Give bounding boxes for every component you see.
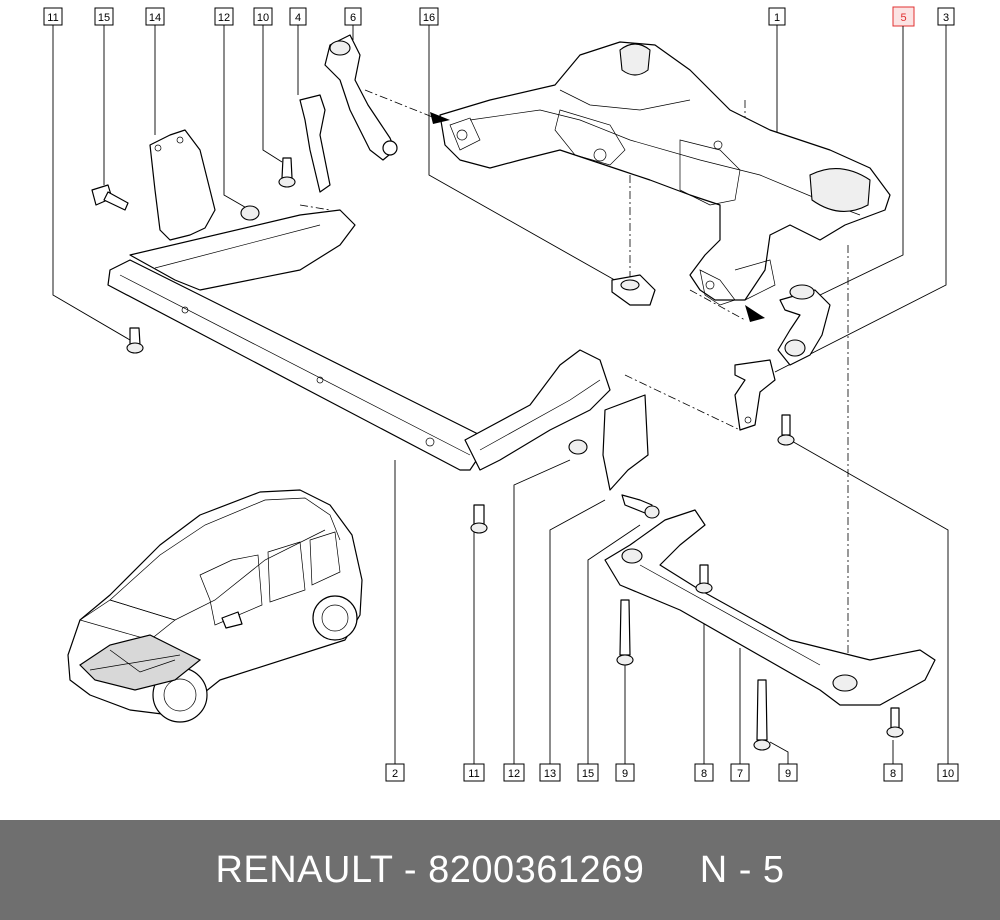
label-2-bottom[interactable]: 2 xyxy=(385,763,405,782)
label-8-bottom-a[interactable]: 8 xyxy=(694,763,714,782)
label-15-top[interactable]: 15 xyxy=(94,7,114,26)
bracket-part-4[interactable] xyxy=(299,94,331,193)
svg-text:8: 8 xyxy=(890,768,896,780)
parts-diagram: 11 15 14 12 10 4 6 16 xyxy=(43,6,959,782)
part-number-footer: RENAULT - 8200361269 N - 5 xyxy=(0,820,1000,920)
nut-part-12-bottom[interactable] xyxy=(568,439,588,455)
svg-text:10: 10 xyxy=(942,768,954,780)
bolt-part-11-bottom[interactable] xyxy=(470,504,488,534)
label-9-bottom-b[interactable]: 9 xyxy=(778,763,798,782)
bottom-labels: 2 11 12 13 15 9 8 7 xyxy=(385,763,959,782)
bushing-part-5[interactable] xyxy=(777,284,831,366)
label-4-top[interactable]: 4 xyxy=(289,7,307,26)
top-labels: 11 15 14 12 10 4 6 16 xyxy=(43,6,955,27)
bolt-part-15-top[interactable] xyxy=(91,184,129,211)
label-8-bottom-b[interactable]: 8 xyxy=(883,763,903,782)
label-12-bottom[interactable]: 12 xyxy=(503,763,525,782)
plate-part-13[interactable] xyxy=(602,394,649,491)
bolt-part-8-right[interactable] xyxy=(886,707,904,738)
svg-text:12: 12 xyxy=(218,12,230,24)
svg-text:1: 1 xyxy=(774,12,780,24)
svg-text:8: 8 xyxy=(701,768,707,780)
svg-text:16: 16 xyxy=(423,12,435,24)
svg-text:6: 6 xyxy=(350,12,356,24)
svg-text:11: 11 xyxy=(468,768,479,780)
svg-text:10: 10 xyxy=(257,12,269,24)
vehicle-locator-illustration xyxy=(67,489,363,723)
svg-text:14: 14 xyxy=(149,12,161,24)
svg-text:13: 13 xyxy=(544,768,556,780)
bolt-part-8-left[interactable] xyxy=(695,564,713,594)
crossmember-part-2[interactable] xyxy=(107,209,611,471)
bolt-part-9-right[interactable] xyxy=(753,679,771,751)
bolt-part-10-right[interactable] xyxy=(777,414,795,446)
svg-text:5: 5 xyxy=(900,12,906,24)
torque-link-part-6[interactable] xyxy=(324,34,398,161)
label-1-top[interactable]: 1 xyxy=(768,7,786,26)
svg-text:7: 7 xyxy=(737,768,743,780)
label-11-bottom[interactable]: 11 xyxy=(463,763,485,782)
label-7-bottom[interactable]: 7 xyxy=(730,763,750,782)
label-16-top[interactable]: 16 xyxy=(419,7,439,26)
part-number-text: RENAULT - 8200361269 N - 5 xyxy=(215,848,785,891)
label-15-bottom[interactable]: 15 xyxy=(577,763,599,782)
label-9-bottom-a[interactable]: 9 xyxy=(615,763,635,782)
plate-part-14[interactable] xyxy=(149,129,216,241)
fasteners xyxy=(91,157,904,751)
svg-text:4: 4 xyxy=(295,12,301,24)
svg-text:12: 12 xyxy=(508,768,520,780)
svg-text:11: 11 xyxy=(47,12,58,24)
label-12-top[interactable]: 12 xyxy=(214,7,234,26)
svg-text:15: 15 xyxy=(98,12,110,24)
svg-text:2: 2 xyxy=(392,768,398,780)
lower-beam-part-7[interactable] xyxy=(604,509,936,706)
svg-text:3: 3 xyxy=(943,12,949,24)
bolt-part-15-bottom[interactable] xyxy=(621,494,660,519)
label-10-bottom[interactable]: 10 xyxy=(937,763,959,782)
svg-text:15: 15 xyxy=(582,768,594,780)
bolt-part-10-top[interactable] xyxy=(278,157,296,188)
svg-text:9: 9 xyxy=(622,768,628,780)
label-3-top[interactable]: 3 xyxy=(937,7,955,26)
mount-part-16[interactable] xyxy=(611,274,656,306)
label-6-top[interactable]: 6 xyxy=(344,7,362,26)
subframe-part-1[interactable] xyxy=(430,41,891,322)
label-11-top[interactable]: 11 xyxy=(43,7,63,26)
label-14-top[interactable]: 14 xyxy=(145,7,165,26)
label-13-bottom[interactable]: 13 xyxy=(539,763,561,782)
bolt-part-11-left[interactable] xyxy=(126,327,144,354)
label-10-top[interactable]: 10 xyxy=(253,7,273,26)
bracket-part-3[interactable] xyxy=(734,359,776,431)
label-5-top-highlighted[interactable]: 5 xyxy=(892,6,915,27)
bolt-part-9-left[interactable] xyxy=(616,599,634,666)
nut-part-12-top[interactable] xyxy=(240,205,260,221)
svg-text:9: 9 xyxy=(785,768,791,780)
